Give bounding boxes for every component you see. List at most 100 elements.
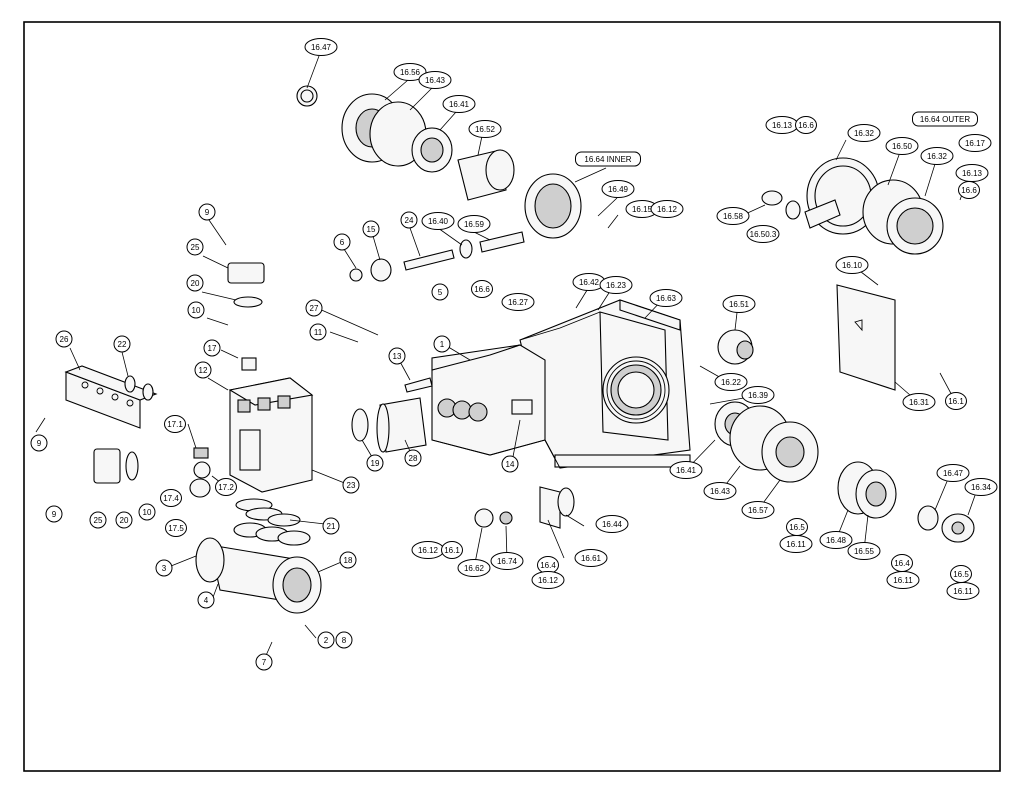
manifold-block-26 <box>64 365 158 429</box>
callout-bubble <box>431 283 449 301</box>
callout-label: 16.48 <box>826 536 847 545</box>
callout-bubble <box>847 542 881 560</box>
callout-label: 24 <box>405 216 414 225</box>
callout-bubble <box>115 511 133 529</box>
callout-label: 11 <box>314 328 323 337</box>
callout-17-1: 17.1 <box>164 415 186 433</box>
callout-bubble <box>599 276 633 294</box>
callout-label: 16.63 <box>656 294 677 303</box>
callout-label: 16.15 <box>632 205 653 214</box>
callout-bubble <box>442 95 476 113</box>
callout-label: 13 <box>393 352 402 361</box>
callout-label: 20 <box>120 516 129 525</box>
callout-bubble <box>400 211 418 229</box>
callout-bubble <box>89 511 107 529</box>
callout-bubble <box>186 238 204 256</box>
callout-28: 28 <box>404 449 422 467</box>
fluid-end-block <box>228 377 314 493</box>
callout-label: 6 <box>340 238 345 247</box>
callout-16-58: 16.58 <box>716 207 750 225</box>
callout-16-1-bottom: 16.1 <box>441 541 463 559</box>
callout-16-62: 16.62 <box>457 559 491 577</box>
callout-label: 16.4 <box>894 559 910 568</box>
callout-bubble <box>165 519 187 537</box>
callout-label: 25 <box>94 516 103 525</box>
callout-label: 16.6 <box>474 285 490 294</box>
callout-bubble <box>362 220 380 238</box>
callout-16-40: 16.40 <box>421 212 455 230</box>
callout-16-43-bottom: 16.43 <box>703 482 737 500</box>
callout-bubble <box>55 330 73 348</box>
callout-16-5-a: 16.5 <box>786 518 808 536</box>
callout-24: 24 <box>400 211 418 229</box>
callout-label: 8 <box>342 636 347 645</box>
callout-label: 9 <box>205 208 210 217</box>
callout-17: 17 <box>203 339 221 357</box>
callout-bubble <box>835 256 869 274</box>
callout-label: 16.50 <box>892 142 913 151</box>
callout-16-23: 16.23 <box>599 276 633 294</box>
callout-17-2: 17.2 <box>215 478 237 496</box>
callout-bubble <box>501 455 519 473</box>
callout-16-74: 16.74 <box>490 552 524 570</box>
callout-16-55: 16.55 <box>847 542 881 560</box>
callout-label: 7 <box>262 658 267 667</box>
callout-bubble <box>490 552 524 570</box>
callout-6: 6 <box>333 233 351 251</box>
callout-16-51: 16.51 <box>722 295 756 313</box>
callout-label: 16.59 <box>464 220 485 229</box>
callout-bubble <box>902 393 936 411</box>
callout-bubble <box>441 541 463 559</box>
callout-label: 2 <box>324 636 329 645</box>
callout-4: 4 <box>197 591 215 609</box>
callout-label: 15 <box>367 225 376 234</box>
callout-label: 1 <box>440 340 445 349</box>
callout-bubble <box>186 274 204 292</box>
callout-bubble <box>847 124 881 142</box>
callout-bubble <box>198 203 216 221</box>
callout-bubble <box>958 181 980 199</box>
callout-bubble <box>471 280 493 298</box>
callout-bubble <box>164 415 186 433</box>
callout-bubble <box>322 517 340 535</box>
callout-16-6-right: 16.6 <box>958 181 980 199</box>
callout-label: 22 <box>118 340 127 349</box>
callout-16-61: 16.61 <box>574 549 608 567</box>
callout-label: 16.39 <box>748 391 769 400</box>
callout-15: 15 <box>362 220 380 238</box>
callout-label: 16.64 INNER <box>584 155 631 164</box>
callout-label: 16.62 <box>464 564 485 573</box>
callout-bubble <box>964 478 998 496</box>
callout-label: 16.5 <box>953 570 969 579</box>
callout-16-13-right: 16.13 <box>955 164 989 182</box>
callout-bubble <box>886 571 920 589</box>
callout-16-42: 16.42 <box>572 273 606 291</box>
callout-bubble <box>531 571 565 589</box>
callout-16-32-a: 16.32 <box>847 124 881 142</box>
callout-bubble <box>393 63 427 81</box>
callout-label: 16.64 OUTER <box>920 115 970 124</box>
callout-bubble <box>333 233 351 251</box>
callout-label: 4 <box>204 596 209 605</box>
callout-label: 28 <box>409 454 418 463</box>
callout-bubble <box>404 449 422 467</box>
callout-17-4: 17.4 <box>160 489 182 507</box>
callout-16-4-right: 16.4 <box>891 554 913 572</box>
callout-16-34: 16.34 <box>964 478 998 496</box>
callout-label: 16.6 <box>961 186 977 195</box>
callout-16-57: 16.57 <box>741 501 775 519</box>
callout-bubble <box>601 180 635 198</box>
callout-14: 14 <box>501 455 519 473</box>
callout-label: 17.2 <box>218 483 234 492</box>
callout-label: 16.51 <box>729 300 750 309</box>
callout-label: 16.41 <box>676 466 697 475</box>
pinion-gear <box>717 329 754 365</box>
callout-11: 11 <box>309 323 327 341</box>
callout-bubble <box>418 71 452 89</box>
callout-9-left: 9 <box>30 434 48 452</box>
callout-bubble <box>575 151 641 167</box>
callout-bubble <box>305 299 323 317</box>
callout-bubble <box>194 361 212 379</box>
left-small-parts <box>93 262 301 527</box>
